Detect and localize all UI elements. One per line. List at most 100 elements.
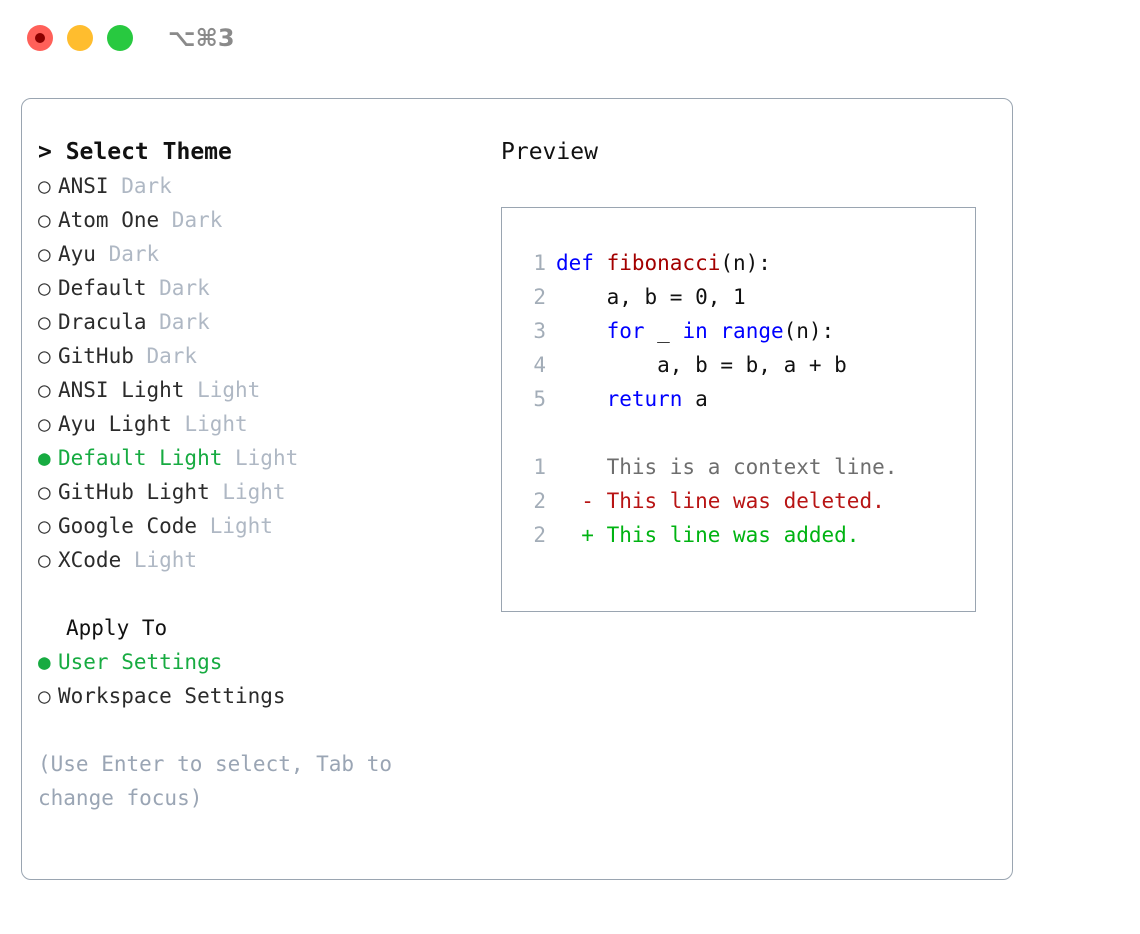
apply-to-header: Apply To [66, 616, 168, 640]
radio-unselected-icon: ○ [38, 548, 51, 572]
title-bar: ⌥⌘3 [0, 0, 1140, 78]
code-token: a [682, 387, 708, 411]
radio-unselected-icon: ○ [38, 310, 51, 334]
theme-list-item[interactable]: ● Default Light Light [38, 441, 488, 475]
record-indicator-icon [35, 33, 45, 43]
code-token: (n): [720, 251, 771, 275]
line-number: 2 [533, 489, 546, 513]
diff-line: 2 + This line was added. [502, 518, 975, 552]
main-panel: > Select Theme ○ANSI Dark○Atom One Dark○… [21, 98, 1013, 880]
line-number: 5 [533, 387, 546, 411]
theme-list-item[interactable]: ○ XCode Light [38, 543, 488, 577]
preview-title: Preview [501, 139, 598, 165]
spacer [502, 416, 975, 450]
theme-list-item[interactable]: ○Atom One Dark [38, 203, 488, 237]
theme-variant-tag: Dark [146, 310, 210, 334]
theme-list-item[interactable]: ○ GitHub Dark [38, 339, 488, 373]
maximize-button[interactable] [107, 25, 133, 51]
traffic-light-buttons [27, 25, 133, 51]
theme-variant-tag: Dark [108, 174, 172, 198]
apply-to-label: Workspace Settings [58, 684, 286, 708]
radio-unselected-icon: ○ [38, 412, 51, 436]
code-line: 3 for _ in range(n): [502, 314, 975, 348]
theme-list: ○ANSI Dark○Atom One Dark○Ayu Dark○Defaul… [38, 169, 488, 577]
theme-variant-tag: Dark [95, 242, 160, 266]
theme-name: ANSI [58, 174, 109, 198]
theme-variant-tag: Light [121, 548, 198, 572]
radio-selected-icon: ● [38, 650, 51, 674]
close-button[interactable] [27, 25, 53, 51]
theme-variant-tag: Light [171, 412, 248, 436]
theme-name: Default Light [58, 446, 223, 470]
radio-unselected-icon: ○ [38, 242, 51, 266]
radio-unselected-icon: ○ [38, 208, 51, 232]
apply-to-list: ● User Settings ○ Workspace Settings [38, 645, 488, 713]
line-number: 2 [533, 523, 546, 547]
diff-marker [556, 455, 607, 479]
code-token: fibonacci [606, 251, 721, 275]
theme-list-item[interactable]: ○GitHub Light Light [38, 475, 488, 509]
code-token [556, 387, 607, 411]
code-line: 4 a, b = b, a + b [502, 348, 975, 382]
theme-list-item[interactable]: ○ Ayu Light Light [38, 407, 488, 441]
line-number: 1 [533, 251, 546, 275]
code-token: a, b = b, a + b [556, 353, 847, 377]
code-token: def [556, 251, 607, 275]
theme-list-item[interactable]: ○ANSI Dark [38, 169, 488, 203]
theme-name: XCode [58, 548, 122, 572]
theme-list-item[interactable]: ○ Default Dark [38, 271, 488, 305]
theme-name: GitHub Light [58, 480, 210, 504]
theme-name: Google Code [58, 514, 198, 538]
radio-selected-icon: ● [38, 446, 51, 470]
apply-to-label: User Settings [58, 650, 223, 674]
theme-name: Ayu Light [58, 412, 172, 436]
diff-marker: + [556, 523, 607, 547]
radio-unselected-icon: ○ [38, 276, 51, 300]
radio-unselected-icon: ○ [38, 684, 51, 708]
theme-name: Dracula [58, 310, 147, 334]
theme-list-item[interactable]: ○ANSI Light Light [38, 373, 488, 407]
theme-name: ANSI Light [58, 378, 185, 402]
code-token: a, b = 0, 1 [556, 285, 746, 309]
theme-list-item[interactable]: ○ Ayu Dark [38, 237, 488, 271]
diff-text: This line was deleted. [606, 489, 885, 513]
code-token [556, 319, 607, 343]
diff-text: This line was added. [606, 523, 860, 547]
code-token [708, 319, 721, 343]
line-number: 4 [533, 353, 546, 377]
apply-to-item[interactable]: ○ Workspace Settings [38, 679, 488, 713]
theme-name: Default [58, 276, 147, 300]
line-number: 2 [533, 285, 546, 309]
theme-variant-tag: Dark [146, 276, 210, 300]
theme-name: GitHub [58, 344, 134, 368]
spacer [38, 577, 488, 611]
code-token: range [720, 319, 784, 343]
minimize-button[interactable] [67, 25, 93, 51]
theme-list-item[interactable]: ○ Dracula Dark [38, 305, 488, 339]
diff-sample: 1 This is a context line.2 - This line w… [502, 450, 975, 552]
keyboard-hint: (Use Enter to select, Tab to change focu… [38, 752, 393, 810]
code-token: in [682, 319, 708, 343]
apply-to-item[interactable]: ● User Settings [38, 645, 488, 679]
theme-variant-tag: Light [184, 378, 261, 402]
code-line: 2 a, b = 0, 1 [502, 280, 975, 314]
code-token: return [606, 387, 683, 411]
diff-line: 2 - This line was deleted. [502, 484, 975, 518]
theme-variant-tag: Light [222, 446, 299, 470]
line-number: 3 [533, 319, 546, 343]
radio-unselected-icon: ○ [38, 344, 51, 368]
code-token: _ [644, 319, 683, 343]
theme-selector-column: > Select Theme ○ANSI Dark○Atom One Dark○… [38, 135, 488, 815]
radio-unselected-icon: ○ [38, 480, 51, 504]
radio-unselected-icon: ○ [38, 514, 51, 538]
theme-variant-tag: Dark [159, 208, 223, 232]
theme-list-item[interactable]: ○Google Code Light [38, 509, 488, 543]
theme-variant-tag: Dark [133, 344, 198, 368]
code-line: 1 def fibonacci(n): [502, 246, 975, 280]
code-token: (n): [783, 319, 835, 343]
theme-name: Ayu [58, 242, 96, 266]
keyboard-shortcut-label: ⌥⌘3 [168, 24, 235, 52]
